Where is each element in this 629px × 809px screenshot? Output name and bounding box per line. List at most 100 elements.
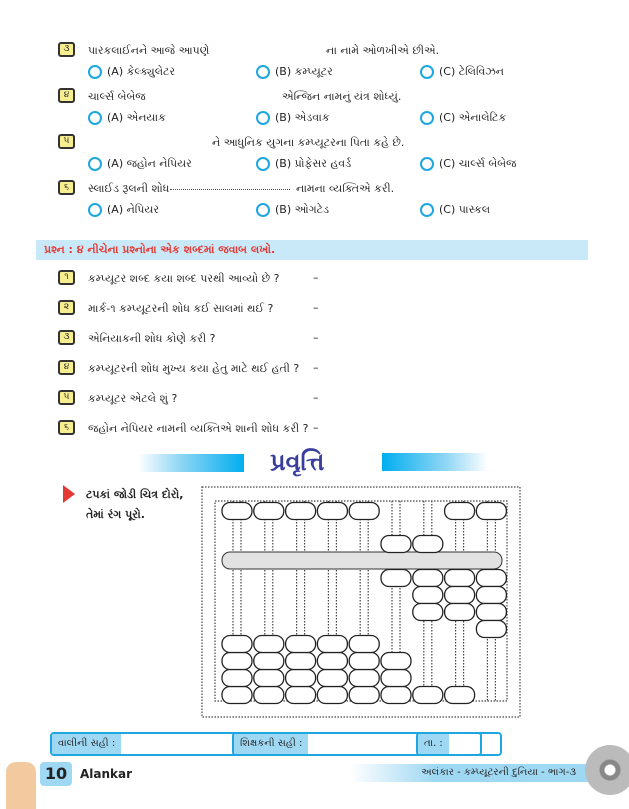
abacus-bead <box>443 602 476 622</box>
activity-title: પ્રવૃત્તિ <box>270 448 325 476</box>
abacus-bead <box>412 585 444 605</box>
radio-button[interactable] <box>420 111 434 125</box>
abacus-bead <box>412 568 444 588</box>
radio-button[interactable] <box>420 65 434 79</box>
option[interactable]: (B) એડવાક <box>256 111 330 125</box>
answer-dash[interactable]: – <box>313 331 319 344</box>
abacus-bead <box>284 668 317 688</box>
option[interactable]: (A) કેલ્ક્યુલેટર <box>88 65 175 79</box>
option[interactable]: (B) કમ્પ્યૂટર <box>256 65 333 79</box>
option[interactable]: (B) પ્રોફેસર હવર્ડ <box>256 157 351 171</box>
date-label: તા. : <box>418 734 449 754</box>
teacher-signature-box[interactable]: શિક્ષકની સહી : <box>232 732 482 756</box>
option[interactable]: (C) એનાલેટિક <box>420 111 506 125</box>
abacus-bead <box>253 634 285 654</box>
abacus-bead <box>316 651 349 671</box>
abacus-bead <box>316 634 349 654</box>
abacus-bead <box>316 501 349 521</box>
radio-button[interactable] <box>420 157 434 171</box>
abacus-bead <box>221 634 253 654</box>
parent-signature-label: વાલીની સહી : <box>52 734 122 754</box>
radio-button[interactable] <box>88 157 102 171</box>
answer-blank-dotted[interactable] <box>170 189 290 190</box>
abacus-bead <box>412 534 444 554</box>
option-label: (A) એનયાક <box>107 111 166 124</box>
question-number: ૬ <box>58 420 75 435</box>
abacus-bead <box>443 568 476 588</box>
abacus-bead <box>348 651 380 671</box>
radio-button[interactable] <box>256 111 270 125</box>
title-bar-right <box>382 453 488 471</box>
instruction-line-1: ટપકાં જોડી ચિત્ર દોરો, <box>86 488 184 501</box>
option[interactable]: (B) ઓગટેડ <box>256 203 329 217</box>
abacus-bead <box>380 534 412 554</box>
abacus-bead <box>475 585 508 605</box>
abacus-bead <box>475 501 508 521</box>
abacus-bead <box>475 568 508 588</box>
abacus-bead <box>284 651 317 671</box>
option[interactable]: (C) ટેલિવિઝન <box>420 65 504 79</box>
option-label: (B) કમ્પ્યૂટર <box>275 65 333 78</box>
radio-button[interactable] <box>88 203 102 217</box>
answer-dash[interactable]: – <box>313 271 319 284</box>
abacus-bead <box>380 568 412 588</box>
radio-button[interactable] <box>88 65 102 79</box>
question-text-end: ના નામે ઓળખીએ છીએ. <box>326 44 440 57</box>
abacus-bead <box>221 651 253 671</box>
answer-dash[interactable]: – <box>313 421 319 434</box>
question-number: ૪ <box>58 88 75 103</box>
option[interactable]: (C) ચાર્લ્સ બેબેજ <box>420 157 516 171</box>
answer-dash[interactable]: – <box>313 391 319 404</box>
option-label: (C) પાસ્કલ <box>439 203 491 216</box>
radio-button[interactable] <box>88 111 102 125</box>
question-number: ૩ <box>58 330 75 345</box>
answer-dash[interactable]: – <box>313 301 319 314</box>
option-label: (B) પ્રોફેસર હવર્ડ <box>275 157 352 170</box>
question-text: પારકલાઈનને આજે આપણે <box>88 44 210 57</box>
hand-icon <box>6 762 36 809</box>
abacus-bead <box>475 619 508 639</box>
option[interactable]: (C) પાસ્કલ <box>420 203 490 217</box>
abacus-bead <box>253 685 285 705</box>
abacus-bead <box>443 685 476 705</box>
abacus-frame-outer <box>201 486 521 718</box>
abacus-bead <box>316 685 349 705</box>
question-text: ચાર્લ્સ બેબેજ <box>88 90 146 103</box>
abacus-bead <box>253 668 285 688</box>
radio-button[interactable] <box>256 157 270 171</box>
instruction-line-2: તેમાં રંગ પૂરો. <box>86 508 145 521</box>
option[interactable]: (A) નેપિયર <box>88 203 159 217</box>
date-box[interactable]: તા. : <box>416 732 502 756</box>
abacus-bead <box>443 501 476 521</box>
option-label: (A) કેલ્ક્યુલેટર <box>107 65 176 78</box>
question-number: ૫ <box>58 134 75 149</box>
option[interactable]: (A) જહોન નેપિયર <box>88 157 192 171</box>
question-number: ૨ <box>58 300 75 315</box>
question-number: ૫ <box>58 390 75 405</box>
abacus-bead <box>348 668 380 688</box>
question-text: માર્ક-૧ કમ્પ્યૂટરની શોધ કઈ સાલમાં થઈ ? <box>88 302 274 315</box>
abacus-bead <box>348 634 380 654</box>
abacus-bead <box>443 585 476 605</box>
radio-button[interactable] <box>256 203 270 217</box>
option[interactable]: (A) એનયાક <box>88 111 166 125</box>
abacus-bead <box>348 501 380 521</box>
abacus-bead <box>284 685 317 705</box>
option-label: (C) એનાલેટિક <box>439 111 507 124</box>
cd-icon <box>585 745 629 795</box>
question-text-end: નામના વ્યક્તિએ કરી. <box>296 182 395 195</box>
option-label: (A) નેપિયર <box>107 203 160 216</box>
abacus-bead <box>284 501 317 521</box>
question-text-end: એન્જિન નામનું યંત્ર શોધ્યું. <box>282 90 402 103</box>
abacus-bead <box>316 668 349 688</box>
abacus-bead <box>380 685 412 705</box>
radio-button[interactable] <box>420 203 434 217</box>
radio-button[interactable] <box>256 65 270 79</box>
question-text: જહોન નેપિયર નામની વ્યક્તિએ શાની શોધ કરી … <box>88 422 309 435</box>
option-label: (B) ઓગટેડ <box>275 203 330 216</box>
parent-signature-box[interactable]: વાલીની સહી : <box>50 732 300 756</box>
abacus-bead <box>412 602 444 622</box>
abacus-bead <box>348 685 380 705</box>
question-text-end: ને આધુનિક યુગના કમ્પ્યૂટરના પિતા કહે છે. <box>212 136 405 149</box>
answer-dash[interactable]: – <box>313 361 319 374</box>
